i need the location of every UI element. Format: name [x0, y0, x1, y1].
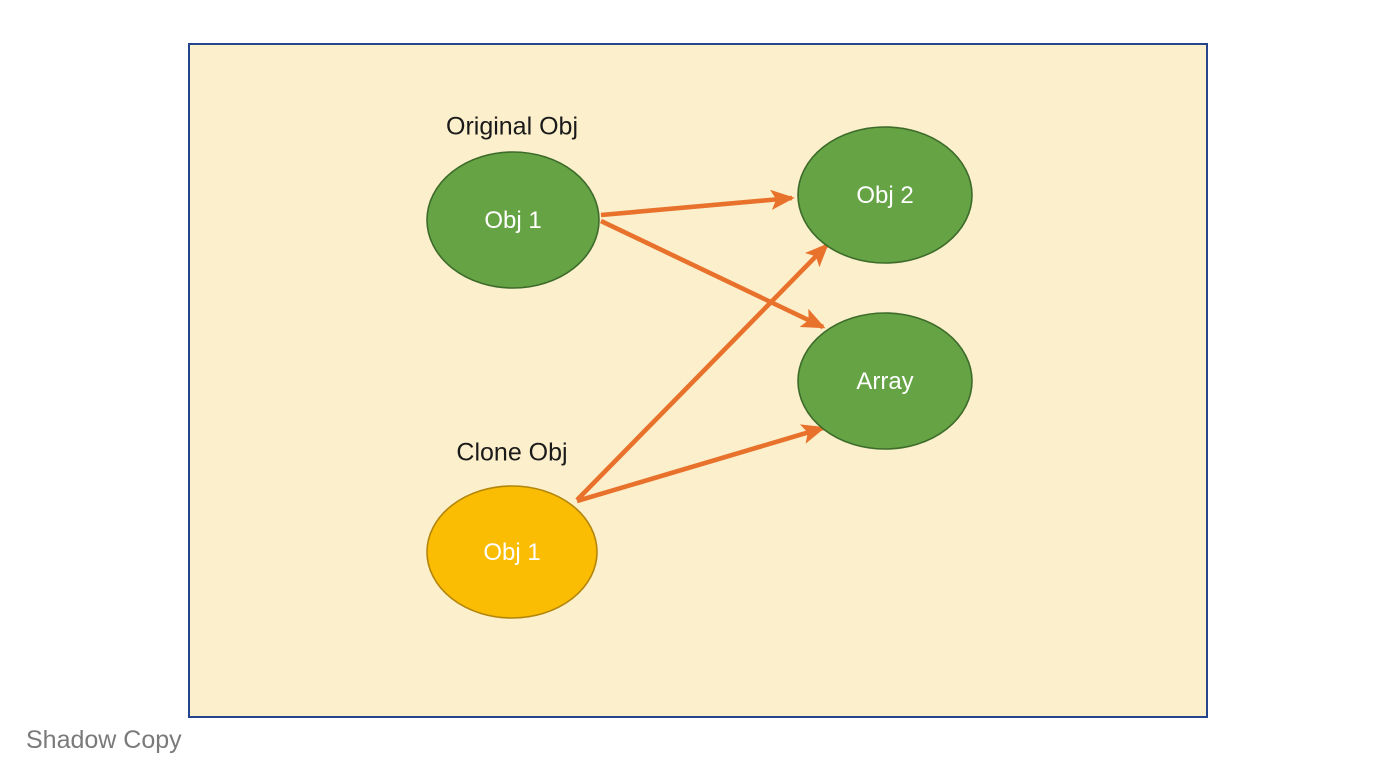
diagram-frame [188, 43, 1208, 718]
figure-caption: Shadow Copy [26, 726, 182, 754]
group-label-original: Original Obj [446, 112, 578, 141]
group-label-clone: Clone Obj [456, 438, 568, 467]
